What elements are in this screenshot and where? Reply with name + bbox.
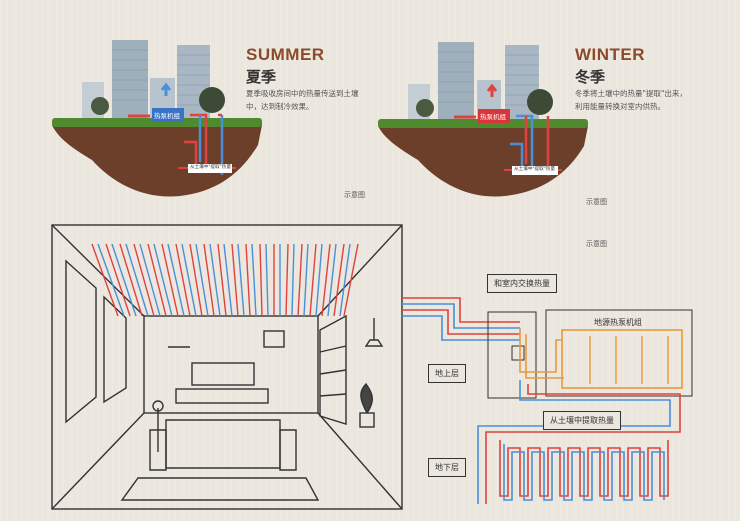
supply-return-pipes — [402, 297, 520, 341]
winter-caption: 示意图 — [586, 198, 607, 206]
winter-grass — [378, 119, 588, 128]
summer-description: 夏季吸收房间中的热量传送到土壤 中，达到制冷效果。 — [246, 87, 376, 113]
label-indoor-exchange: 和室内交换热量 — [487, 274, 557, 293]
winter-tree — [416, 99, 434, 117]
ceiling-pipes — [91, 243, 359, 317]
summer-tower-1 — [112, 40, 148, 122]
summer-heat-pump-unit — [152, 108, 184, 122]
winter-title-cn: 冬季 — [575, 68, 606, 86]
summer-grass — [52, 118, 262, 127]
label-heat-pump: 地源热泵机组 — [594, 318, 642, 327]
summer-ground-tag: 从土壤中"提取"热量 — [190, 165, 231, 170]
winter-title-en: WINTER — [575, 45, 646, 64]
summer-island-illustration — [52, 40, 262, 197]
exchanger-box — [487, 311, 537, 399]
heat-pump-box — [545, 309, 693, 397]
summer-desc-line: 夏季吸收房间中的热量传送到土壤 — [246, 89, 359, 98]
floor-lamp — [152, 400, 164, 412]
label-above-ground: 地上层 — [428, 364, 466, 383]
label-extract-heat: 从土壤中提取热量 — [543, 411, 621, 430]
summer-tree — [199, 87, 225, 113]
winter-island-illustration — [378, 42, 588, 197]
plant-pot — [359, 412, 375, 428]
bottom-caption: 示意图 — [586, 240, 607, 248]
label-below-ground: 地下层 — [428, 458, 466, 477]
winter-ground-tag: 从土壤中"提取"热量 — [514, 167, 555, 172]
summer-caption: 示意图 — [344, 191, 365, 199]
summer-soil — [52, 125, 262, 197]
winter-desc-line: 冬季将土壤中的热量"提取"出来， — [575, 89, 687, 98]
room-perspective — [51, 224, 403, 510]
summer-desc-line: 中，达到制冷效果。 — [246, 102, 314, 111]
winter-tower-1 — [438, 42, 474, 124]
tv-cabinet — [175, 388, 269, 404]
ground-loop-pipes — [477, 380, 681, 504]
summer-unit-tag: 热泵机组 — [154, 112, 180, 120]
summer-title-en: SUMMER — [246, 45, 325, 64]
winter-soil — [378, 126, 588, 197]
exchanger-unit — [487, 311, 537, 399]
pendant-lamp — [364, 339, 384, 347]
tv — [191, 362, 255, 386]
winter-heat-pump-unit — [478, 109, 510, 123]
winter-tree — [527, 89, 553, 115]
sofa — [165, 419, 281, 469]
left-wall-panel — [65, 259, 97, 424]
winter-ground-tag-box — [512, 166, 558, 175]
summer-title-cn: 夏季 — [246, 68, 277, 86]
room-frame — [51, 224, 403, 510]
bookshelf — [319, 314, 347, 425]
winter-description: 冬季将土壤中的热量"提取"出来， 利用能量转换对室内供热。 — [575, 87, 705, 113]
back-wall — [143, 315, 319, 414]
winter-unit-tag: 热泵机组 — [480, 113, 506, 121]
left-wall-panel — [103, 295, 127, 404]
summer-ground-tag-box — [188, 164, 232, 173]
wall-picture — [263, 330, 285, 348]
summer-tree — [91, 97, 109, 115]
winter-desc-line: 利用能量转换对室内供热。 — [575, 102, 665, 111]
internal-loop — [519, 328, 564, 379]
